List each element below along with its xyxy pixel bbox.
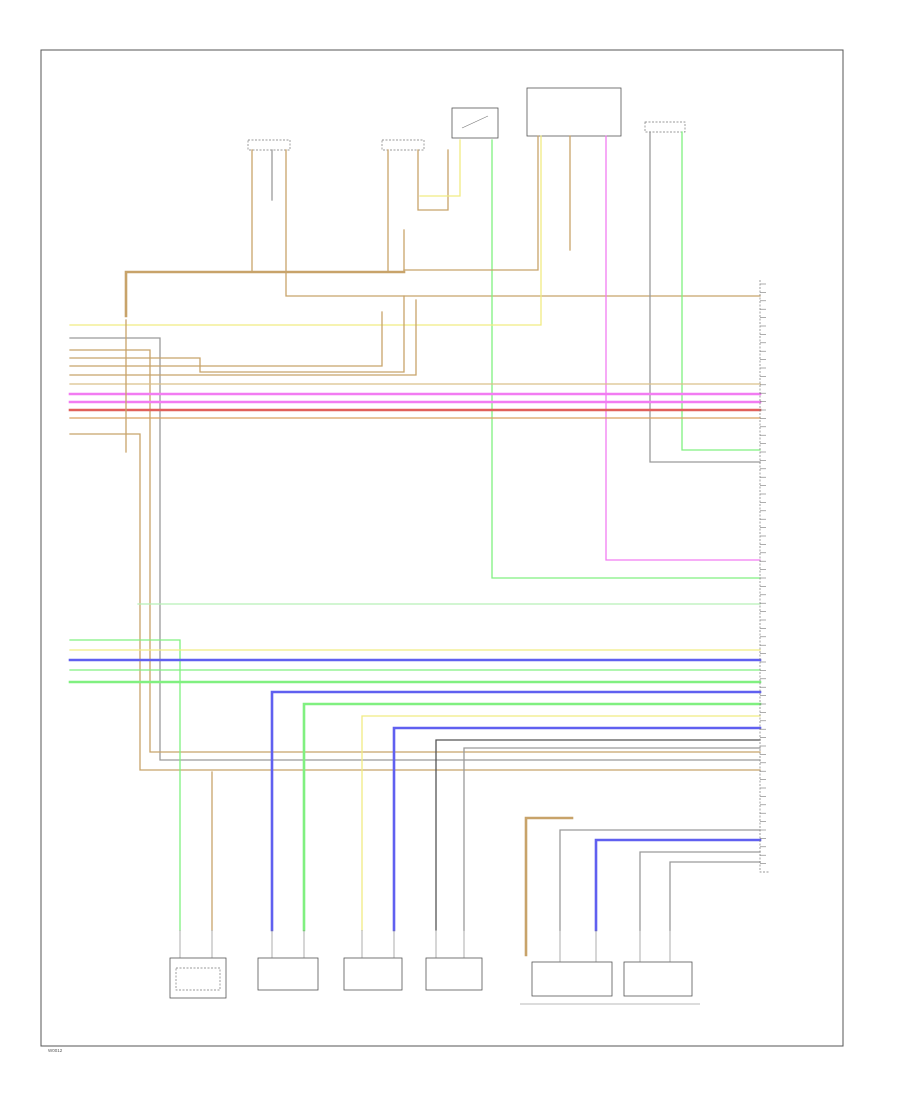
wires-bottom-right (524, 816, 762, 957)
component-module-center (526, 87, 622, 137)
component-bottom-2 (257, 957, 319, 991)
wires-lower-harness (68, 639, 762, 932)
component-bottom-4 (425, 957, 483, 991)
wires-upper-harness (68, 270, 762, 771)
component-headrest-driver (247, 139, 291, 151)
connector-pins (760, 283, 766, 864)
component-headrest-passenger (381, 139, 425, 151)
pin-stubs (179, 930, 671, 962)
diagram-reference-code: W0012 (48, 1048, 63, 1053)
component-bottom-6 (623, 961, 693, 997)
control-module (759, 280, 770, 873)
component-bottom-5 (531, 961, 613, 997)
diagram-frame (40, 49, 844, 1047)
wires-top (69, 131, 761, 579)
component-bottom-1 (169, 957, 227, 999)
component-switch-right (644, 121, 686, 133)
component-bottom-3 (343, 957, 403, 991)
component-relay (451, 107, 499, 139)
